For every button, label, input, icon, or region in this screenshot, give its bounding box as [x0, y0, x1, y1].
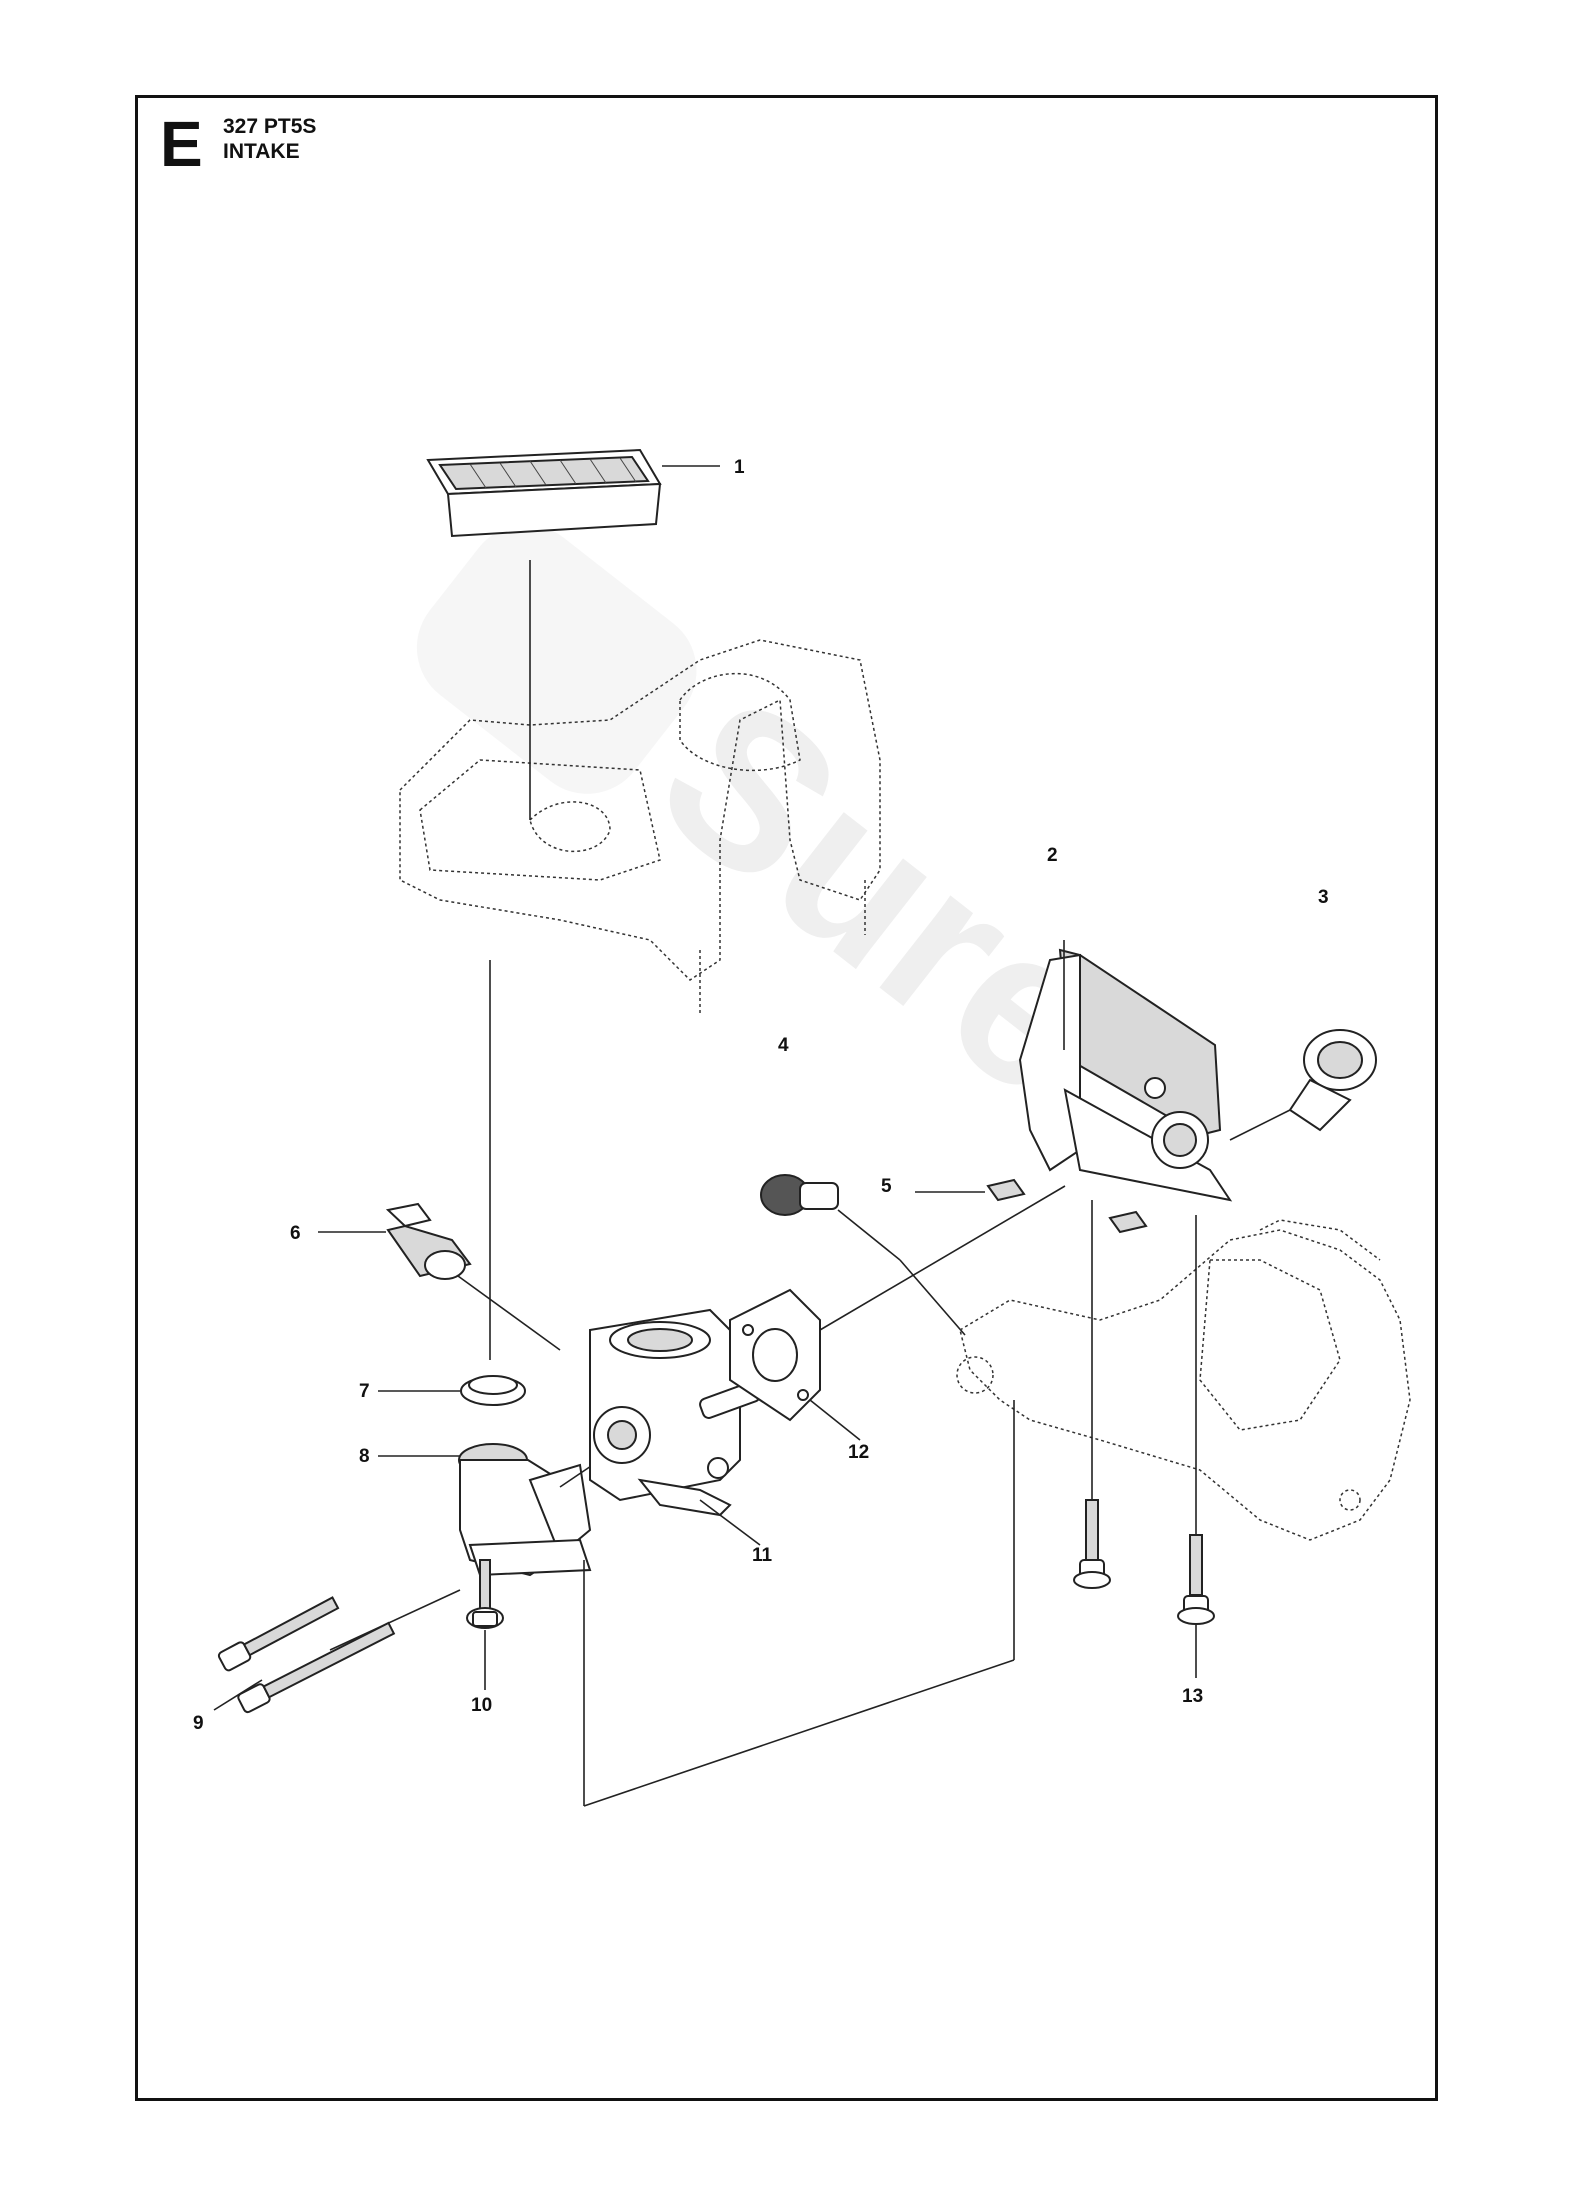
part-10-short-screw [466, 1559, 504, 1690]
part-4-primer-bulb [760, 1174, 966, 1336]
callout-6: 6 [290, 1223, 301, 1244]
callout-2: 2 [1047, 845, 1058, 866]
callout-3: 3 [1318, 887, 1329, 908]
air-box-cover [399, 560, 881, 1015]
crankcase-housing [956, 1219, 1411, 1541]
part-2-intake-bracket [1018, 948, 1233, 1202]
section-name: INTAKE [223, 140, 300, 163]
callout-12: 12 [848, 1442, 869, 1463]
section-letter: E [160, 108, 203, 180]
callout-10: 10 [471, 1695, 492, 1716]
callout-1: 1 [734, 457, 745, 478]
diagram-frame [135, 95, 1438, 2101]
callout-7: 7 [359, 1381, 370, 1402]
part-6-choke-lever [318, 1202, 561, 1351]
part-9-long-screws [213, 1589, 461, 1714]
callout-13: 13 [1182, 1686, 1203, 1707]
part-13-mounting-screws [1073, 1200, 1215, 1678]
callout-labels: 1 2 3 4 5 6 7 8 9 10 11 12 13 [193, 457, 1329, 1734]
model-name: 327 PT5S [223, 115, 317, 138]
callout-9: 9 [193, 1713, 204, 1734]
callout-11: 11 [752, 1545, 773, 1566]
callout-4: 4 [778, 1035, 789, 1056]
part-8-intake-adapter [378, 1443, 601, 1577]
part-7-seal-ring [378, 1375, 526, 1406]
part-5-nuts [915, 1178, 1148, 1234]
part-3-intake-boot [1229, 1029, 1377, 1141]
part-12-gasket [729, 1185, 1066, 1441]
callout-5: 5 [881, 1176, 892, 1197]
assembly-lines [489, 940, 1065, 1807]
callout-8: 8 [359, 1446, 370, 1467]
part-1-air-filter [426, 448, 720, 538]
